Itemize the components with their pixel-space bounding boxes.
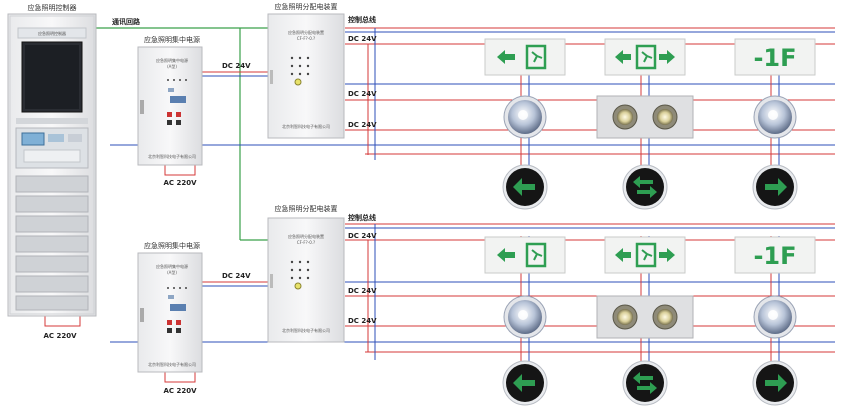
dist-panel-bottom-2: CF-F?-0.?	[297, 240, 315, 245]
exit-sign	[604, 38, 686, 76]
direction-indicator	[752, 360, 798, 406]
controller-cabinet	[7, 13, 97, 317]
exit-door-icon	[635, 44, 657, 70]
arrow-bidirectional-icon	[633, 176, 657, 198]
floor-label: -1F	[753, 44, 796, 72]
ac-label-power-top: AC 220V	[163, 179, 197, 187]
floor-label: -1F	[753, 242, 796, 270]
comm-wires	[92, 27, 270, 241]
dc-label-power-bottom: DC 24V	[222, 272, 251, 280]
exit-sign	[484, 38, 566, 76]
controller-panel-label: 应急照明控制器	[38, 30, 66, 36]
distribution-box-bottom	[267, 217, 345, 343]
direction-indicator	[502, 360, 548, 406]
emergency-light	[503, 295, 547, 339]
ac-wires	[44, 165, 196, 383]
dc-label-bottom-2: DC 24V	[348, 287, 377, 295]
dc-label-power-top: DC 24V	[222, 62, 251, 70]
power-panel-top-1: 应急照明集中电源	[156, 57, 188, 63]
exit-door-icon	[525, 242, 547, 268]
arrow-left-icon	[615, 248, 631, 262]
arrow-left-icon	[513, 178, 535, 196]
dist-panel-top-2: CF-F?-0.?	[297, 36, 315, 41]
dist-company-top: 北京利智科技电子有限公司	[282, 123, 330, 129]
power-title-top: 应急照明集中电源	[144, 35, 200, 44]
bus-label-bottom: 控制总线	[348, 213, 376, 222]
dist-panel-top-1: 应急照明分配电装置	[288, 29, 324, 35]
arrow-right-icon	[659, 50, 675, 64]
dc-label-bottom-3: DC 24V	[348, 317, 377, 325]
ac-label-power-bottom: AC 220V	[163, 387, 197, 395]
dc-label-top-3: DC 24V	[348, 121, 377, 129]
emergency-light	[503, 95, 547, 139]
power-title-bottom: 应急照明集中电源	[144, 241, 200, 250]
arrow-bidirectional-icon	[633, 372, 657, 394]
floor-sign: -1F	[734, 236, 816, 274]
dist-title-bottom: 应急照明分配电装置	[275, 204, 338, 213]
power-panel-bottom-1: 应急照明集中电源	[156, 263, 188, 269]
power-supply-bottom	[137, 252, 203, 373]
power-company-top: 北京利智科技电子有限公司	[148, 153, 196, 159]
arrow-right-icon	[659, 248, 675, 262]
arrow-left-icon	[497, 248, 515, 262]
exit-door-icon	[525, 44, 547, 70]
dist-panel-bottom-1: 应急照明分配电装置	[288, 233, 324, 239]
comm-loop-label: 通讯回路	[112, 17, 141, 26]
dc-label-bottom-1: DC 24V	[348, 232, 377, 240]
emergency-light	[753, 295, 797, 339]
dist-company-bottom: 北京利智科技电子有限公司	[282, 327, 330, 333]
controller-ac-label: AC 220V	[43, 332, 77, 340]
bus-risers	[367, 28, 376, 360]
emergency-light	[753, 95, 797, 139]
dc-wires-top	[202, 71, 268, 287]
bus-label-top: 控制总线	[348, 15, 376, 24]
dist-title-top: 应急照明分配电装置	[275, 2, 338, 11]
controller-title: 应急照明控制器	[28, 3, 77, 12]
exit-door-icon	[635, 242, 657, 268]
floor-sign: -1F	[734, 38, 816, 76]
arrow-left-icon	[615, 50, 631, 64]
direction-indicator	[622, 360, 668, 406]
arrow-right-icon	[765, 178, 787, 196]
power-supply-top	[137, 46, 203, 166]
arrow-left-icon	[513, 374, 535, 392]
power-panel-top-2: (A型)	[167, 63, 177, 69]
direction-indicator	[502, 164, 548, 210]
arrow-left-icon	[497, 50, 515, 64]
arrow-right-icon	[765, 374, 787, 392]
bus-lines-top	[110, 27, 835, 155]
dc-label-top-1: DC 24V	[348, 35, 377, 43]
direction-indicator	[752, 164, 798, 210]
bus-lines-bottom	[110, 223, 835, 353]
exit-sign	[484, 236, 566, 274]
fixtures: -1F -1F	[484, 38, 816, 406]
direction-indicator	[622, 164, 668, 210]
exit-sign	[604, 236, 686, 274]
power-panel-bottom-2: (A型)	[167, 269, 177, 275]
distribution-box-top	[267, 13, 345, 139]
twin-spot-light	[596, 295, 694, 339]
dc-label-top-2: DC 24V	[348, 90, 377, 98]
power-company-bottom: 北京利智科技电子有限公司	[148, 361, 196, 367]
twin-spot-light	[596, 95, 694, 139]
